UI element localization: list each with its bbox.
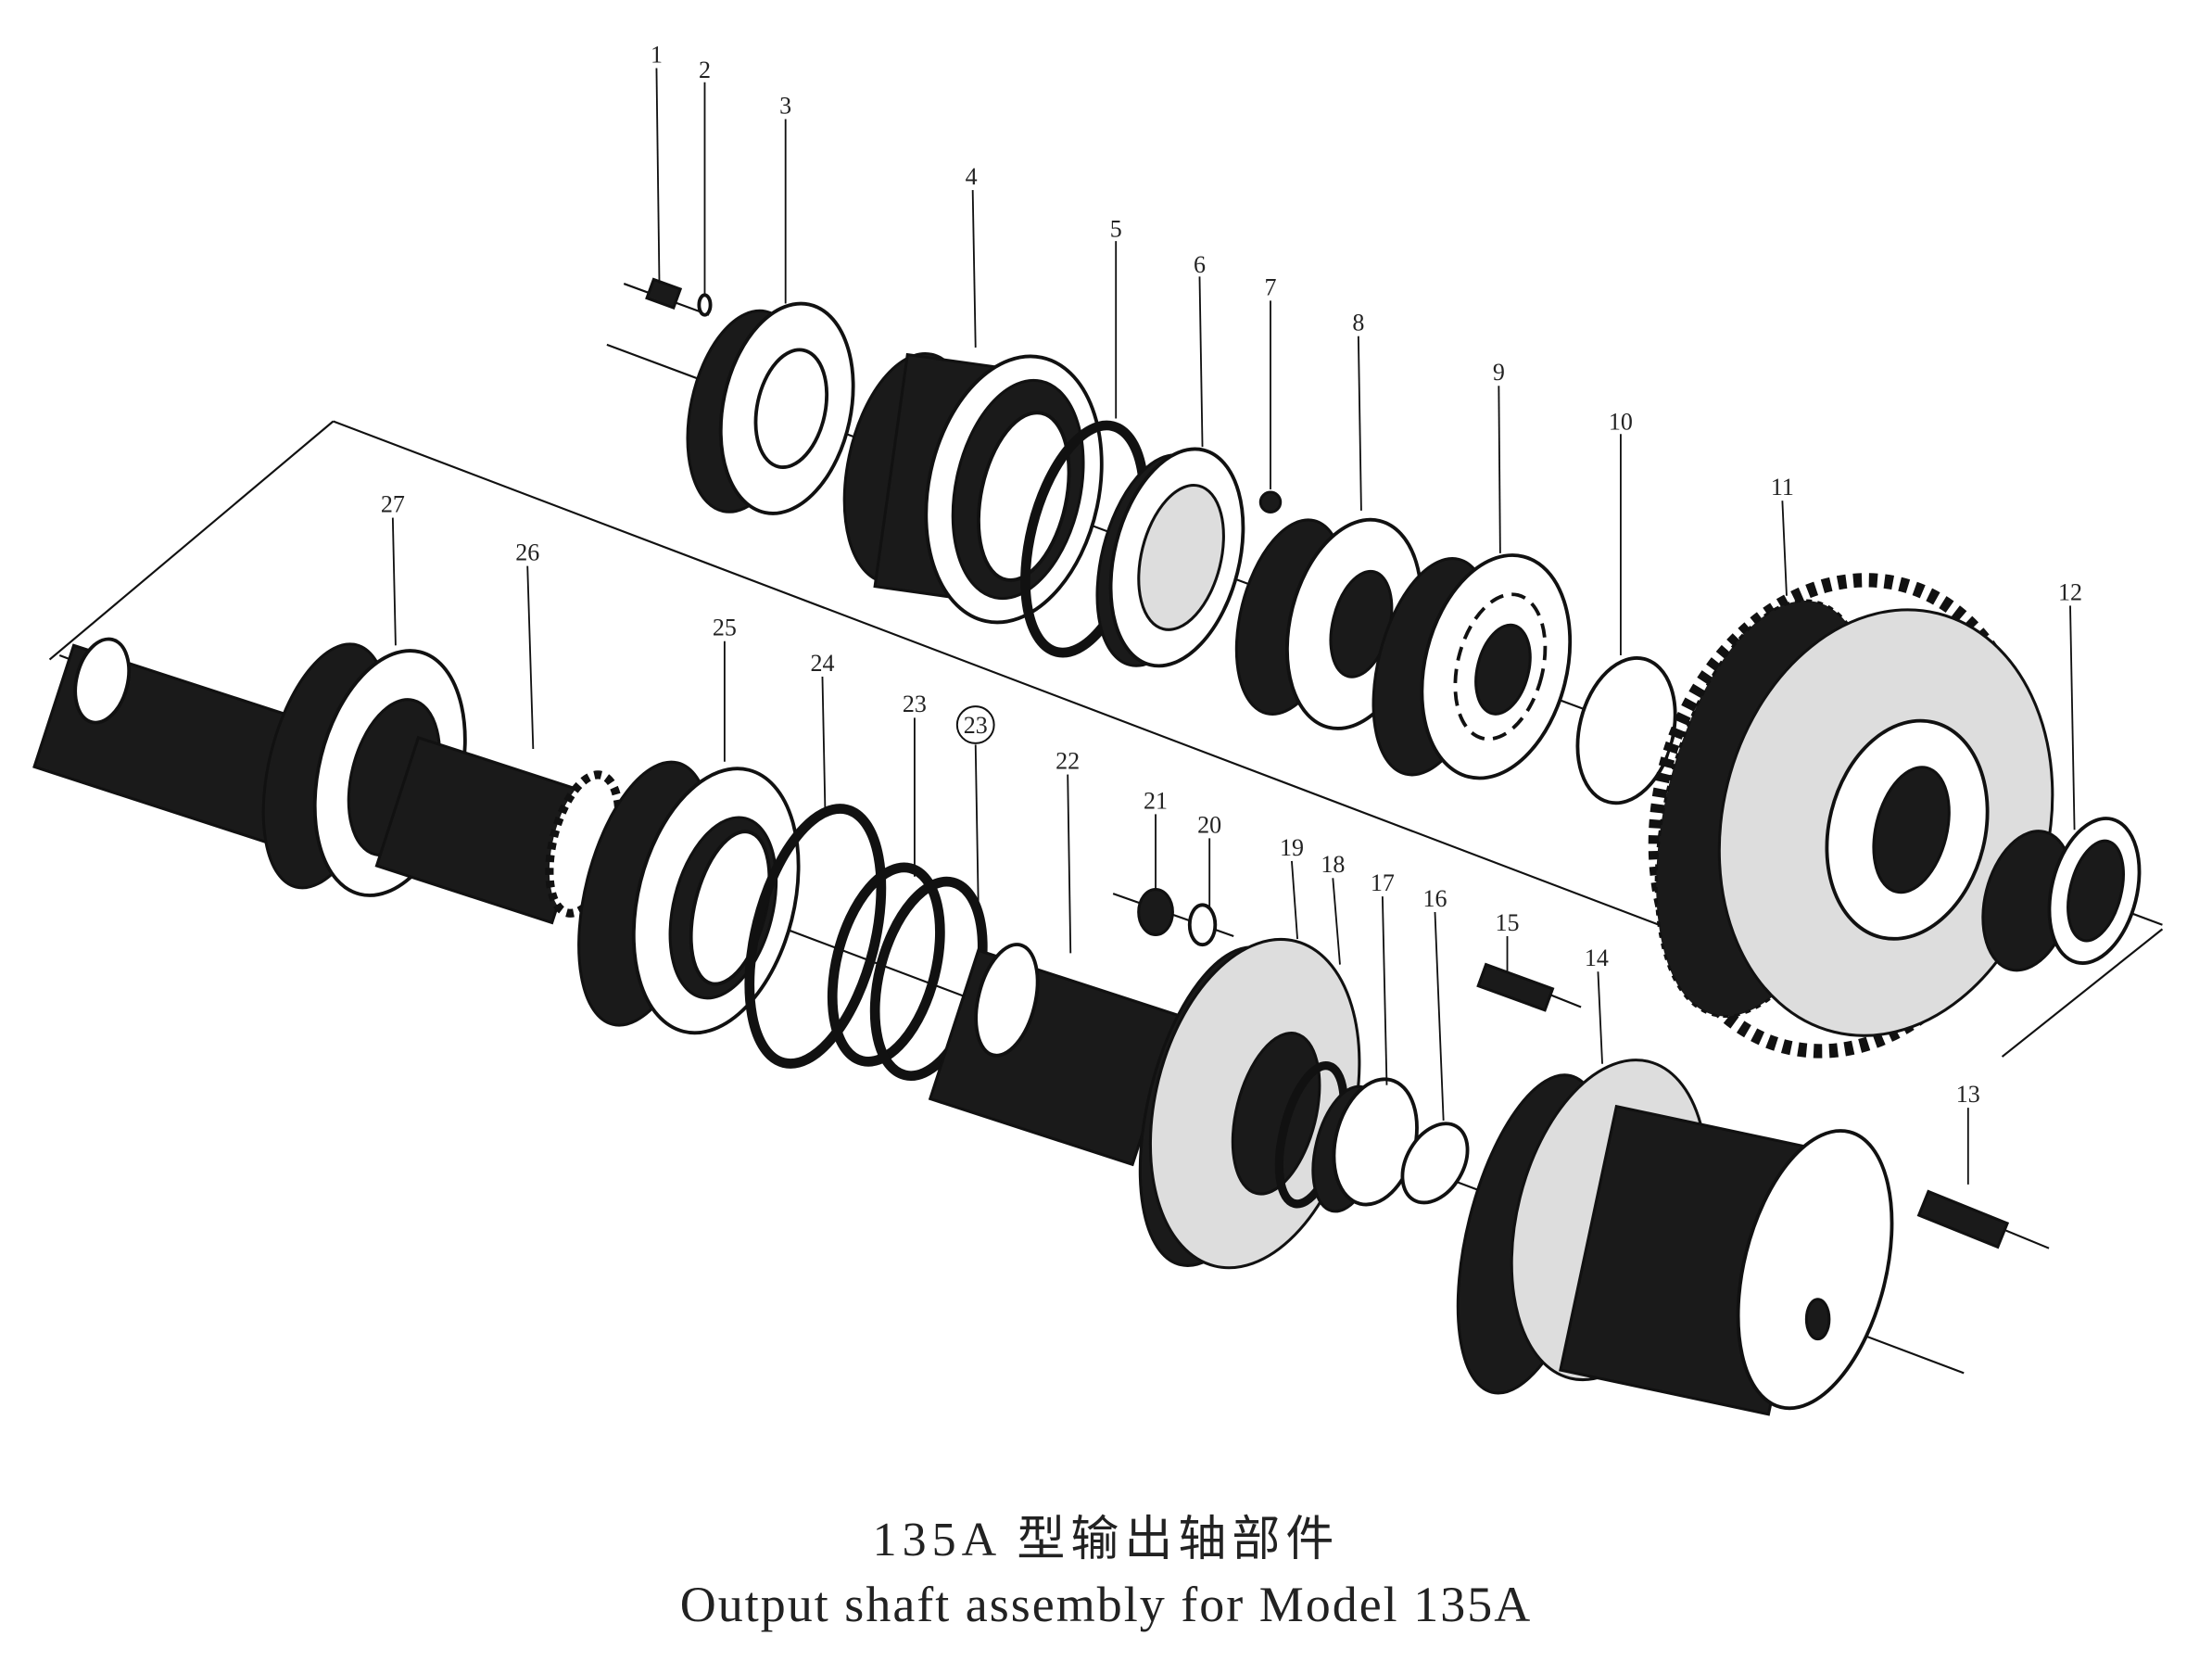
caption-chinese: 135A 型输出轴部件	[872, 1514, 1340, 1566]
caption-english: Output shaft assembly for Model 135A	[679, 1577, 1533, 1632]
part-label: 9	[1493, 359, 1505, 386]
part-20-washer	[1187, 903, 1218, 947]
part-label: 18	[1321, 851, 1345, 878]
part-label: 25	[713, 615, 737, 641]
part-label: 6	[1194, 251, 1206, 278]
part-label-circled: 23	[964, 712, 988, 739]
part-label: 26	[515, 539, 539, 565]
part-17-cap	[1311, 1077, 1419, 1213]
part-label: 8	[1352, 310, 1364, 336]
part-label: 20	[1197, 811, 1221, 838]
part-label: 22	[1055, 747, 1080, 774]
part-3-bearing-cover	[686, 301, 855, 515]
part-label: 5	[1110, 216, 1122, 243]
part-6-cover-plate	[1095, 447, 1245, 668]
part-label: 13	[1956, 1081, 1980, 1108]
part-label: 14	[1585, 945, 1609, 971]
leader-lines	[391, 68, 2076, 1185]
part-label: 7	[1264, 273, 1276, 300]
part-label: 10	[1609, 409, 1633, 436]
part-labels: 1 2 3 4 5 6 7 8 9 10 11 12 13 14 15 16 1…	[381, 41, 2082, 1108]
part-label: 3	[779, 92, 791, 119]
part-label: 11	[1771, 474, 1794, 501]
part-16-lock-plate	[1400, 1122, 1470, 1205]
part-label: 27	[381, 490, 405, 517]
part-label: 15	[1496, 909, 1520, 936]
part-label: 21	[1144, 787, 1168, 814]
part-14-end-housing	[1456, 1059, 1894, 1416]
part-9-roller-bearing	[1371, 553, 1573, 780]
part-label: 12	[2058, 578, 2082, 605]
part-label: 24	[810, 650, 834, 677]
part-label: 17	[1371, 869, 1395, 896]
part-2-washer	[697, 293, 713, 317]
part-7-nut	[1258, 490, 1283, 514]
part-25-clutch-housing	[577, 760, 801, 1035]
part-label: 1	[651, 41, 663, 68]
part-26-splined-shaft	[374, 735, 624, 925]
part-label: 16	[1422, 885, 1447, 912]
part-10-spacer-ring	[1575, 656, 1677, 805]
part-label: 4	[966, 163, 978, 190]
part-22-hub	[928, 943, 1183, 1167]
part-4-housing	[842, 352, 1104, 625]
part-11-gear	[1648, 573, 2054, 1059]
part-24-ring	[744, 804, 887, 1069]
part-1-bolt	[645, 277, 683, 311]
part-15-bolt	[1476, 962, 1555, 1012]
part-13-bolt	[1916, 1189, 2010, 1249]
part-label: 23	[903, 691, 927, 717]
part-label: 19	[1280, 834, 1304, 861]
part-label: 2	[699, 57, 711, 83]
part-12-sleeve	[1981, 817, 2142, 972]
part-21-nut	[1137, 887, 1174, 937]
